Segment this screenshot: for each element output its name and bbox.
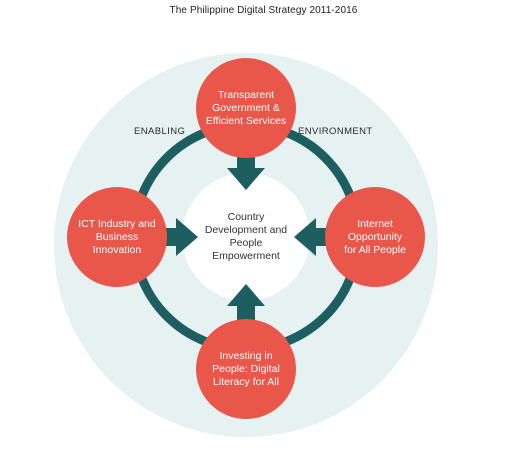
arrow-left xyxy=(294,218,332,256)
node-right-line-3: for All People xyxy=(344,243,406,256)
node-left-text: ICT Industry and Business Innovation xyxy=(67,215,167,259)
node-right-text: Internet Opportunity for All People xyxy=(325,215,425,259)
node-top-circle xyxy=(196,58,296,158)
node-bottom-line-1: Investing in xyxy=(219,349,273,362)
node-left-line-3: Innovation xyxy=(92,243,142,256)
center-line-1: Country xyxy=(227,211,265,223)
node-left-circle xyxy=(67,187,167,287)
node-left-line-2: Business xyxy=(95,230,139,243)
node-bottom-text: Investing in People: Digital Literacy fo… xyxy=(196,347,296,391)
diagram-title: The Philippine Digital Strategy 2011-201… xyxy=(169,5,358,16)
center-line-4: Empowerment xyxy=(212,250,280,262)
center-line-2: Development and xyxy=(204,224,288,236)
arrow-right xyxy=(160,218,198,256)
node-left-line-1: ICT Industry and xyxy=(78,217,156,230)
node-bottom-line-2: People: Digital xyxy=(212,362,280,375)
environment-label: ENVIRONMENT xyxy=(298,126,373,137)
enabling-label: ENABLING xyxy=(134,126,186,137)
arrow-up xyxy=(227,284,265,322)
node-right-line-1: Internet xyxy=(357,217,393,230)
center-circle xyxy=(182,173,310,301)
node-top-line-1: Transparent xyxy=(217,88,275,101)
node-right-circle xyxy=(325,187,425,287)
node-right-line-2: Opportunity xyxy=(347,230,403,243)
node-top-line-2: Government & xyxy=(212,101,280,114)
node-bottom-line-3: Literacy for All xyxy=(213,375,279,388)
node-top-line-3: Efficient Services xyxy=(205,114,287,127)
center-line-3: People xyxy=(229,237,263,249)
arrow-down xyxy=(227,152,265,190)
node-bottom-circle xyxy=(196,319,296,419)
node-top-text: Transparent Government & Efficient Servi… xyxy=(196,86,296,130)
center-text: Country Development and People Empowerme… xyxy=(191,209,301,265)
